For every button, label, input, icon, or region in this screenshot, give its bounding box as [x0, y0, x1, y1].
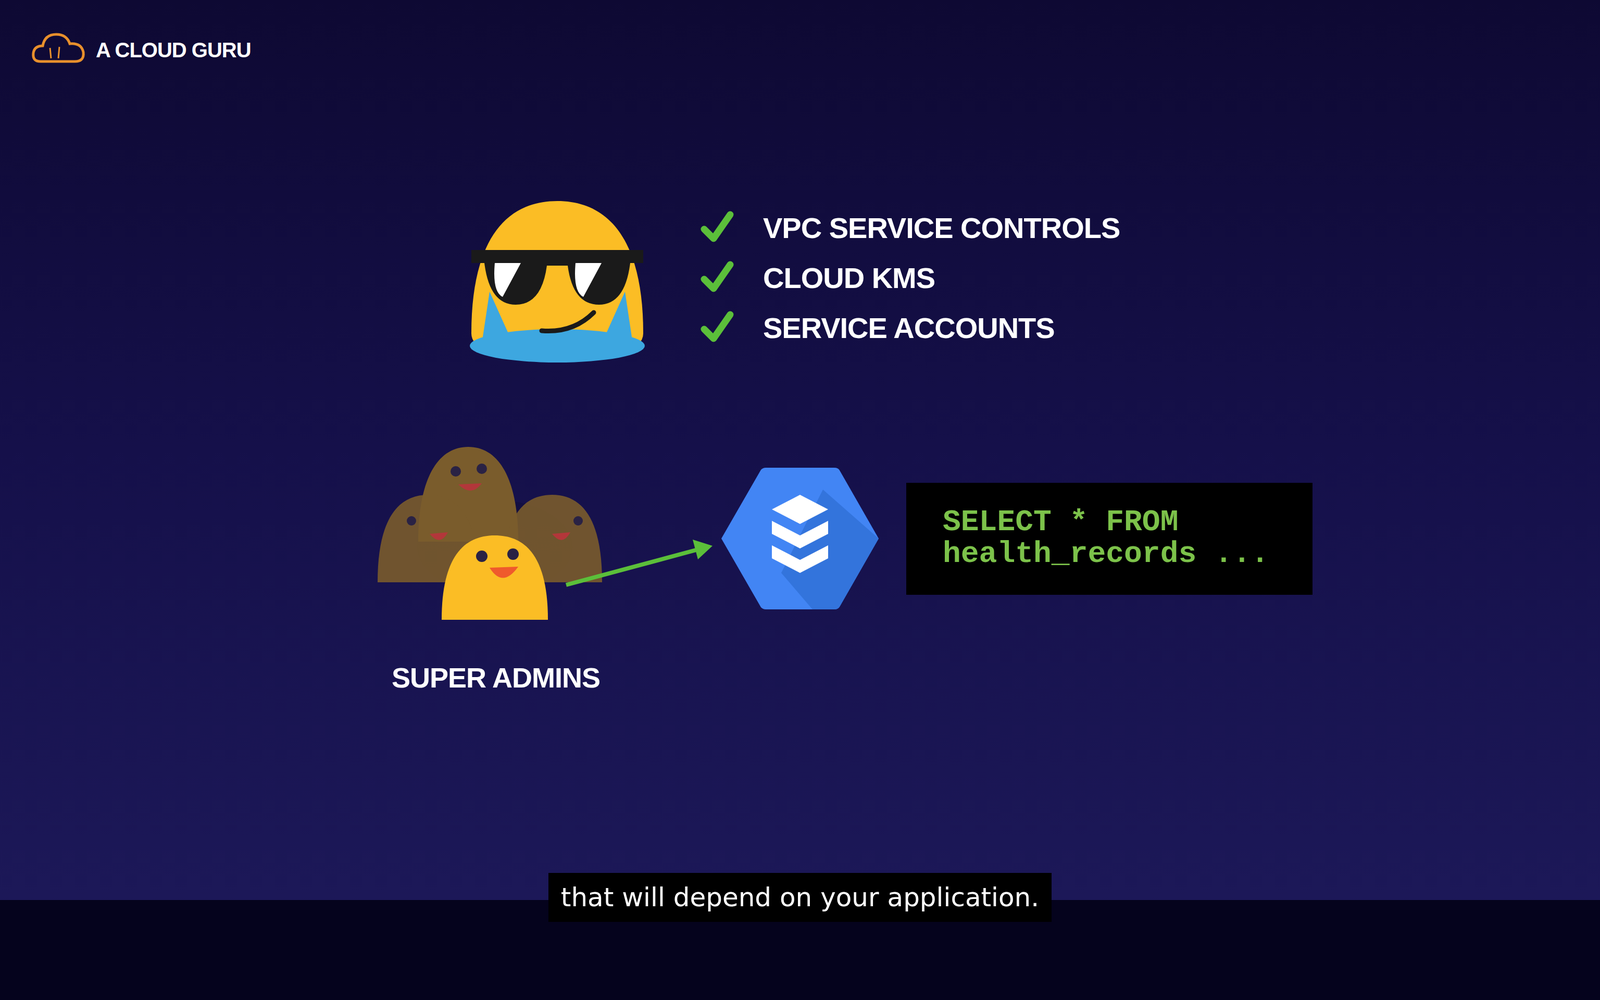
code-text: SELECT * FROM health_records ...	[942, 506, 1297, 571]
access-arrow	[566, 539, 713, 585]
subtitle: that will depend on your application.	[548, 872, 1052, 922]
query-box: SELECT * FROM health_records ...	[906, 482, 1313, 595]
admin-group: SUPER ADMINS	[391, 661, 600, 694]
logo-text: A CLOUD GURU	[95, 38, 252, 62]
checklist-item: VPC SERVICE CONTROLS	[763, 210, 1120, 245]
checkmarks	[704, 214, 731, 339]
group-label: SUPER ADMINS	[391, 661, 600, 694]
cool-crying-emoji	[469, 201, 645, 363]
admin-group-figures	[377, 446, 603, 620]
checklist-item: CLOUD KMS	[763, 260, 935, 295]
logo-icon	[33, 34, 84, 62]
checklist-item: SERVICE ACCOUNTS	[763, 310, 1055, 345]
database-hexagon	[721, 467, 879, 610]
